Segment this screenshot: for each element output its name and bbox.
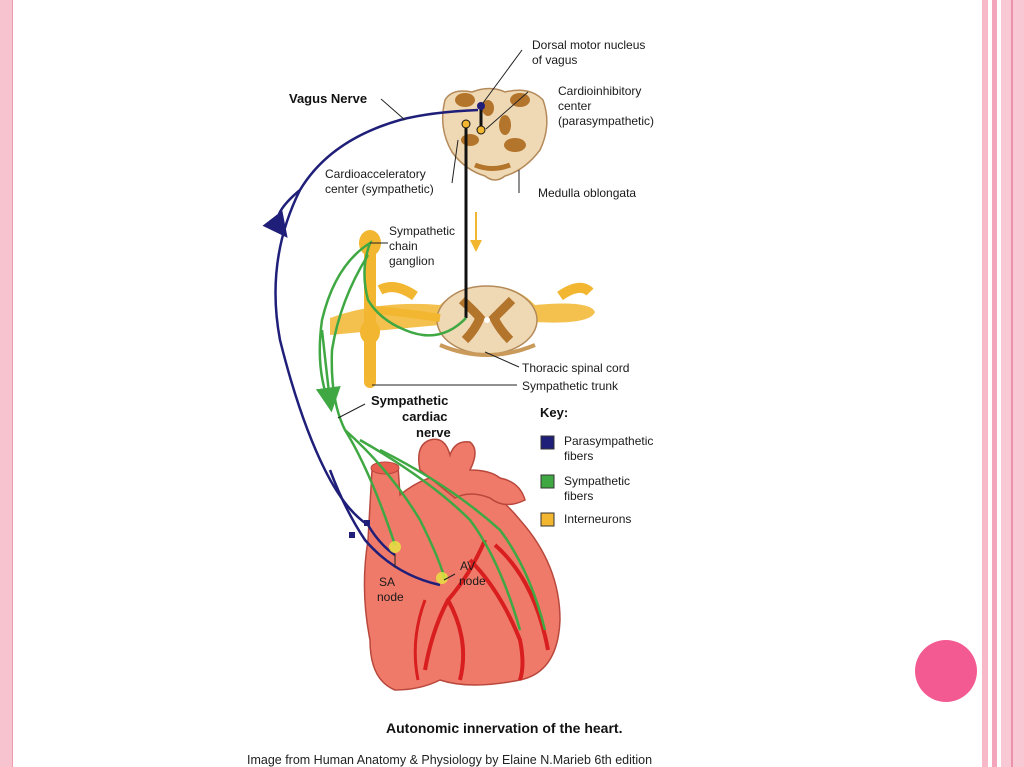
svg-text:Medulla oblongata: Medulla oblongata (538, 186, 636, 200)
svg-text:node: node (459, 574, 486, 588)
key-swatch-sympathetic (541, 475, 554, 488)
label-av-node-2: node (459, 574, 486, 588)
svg-text:Key:: Key: (540, 405, 568, 420)
svg-text:AV: AV (460, 559, 475, 573)
svg-text:Image from Human Anatomy & Phy: Image from Human Anatomy & Physiology by… (247, 753, 652, 767)
svg-text:nerve: nerve (416, 425, 451, 440)
label-dorsal-motor: Dorsal motor nucleus (532, 38, 645, 52)
label-symp-cardiac: Sympathetic (371, 393, 448, 408)
svg-text:of vagus: of vagus (532, 53, 577, 67)
svg-text:fibers: fibers (564, 449, 593, 463)
key-label-parasympathetic: Parasympathetic (564, 434, 653, 448)
svg-text:cardiac: cardiac (402, 409, 448, 424)
svg-text:Vagus Nerve: Vagus Nerve (289, 91, 367, 106)
label-symp-chain: Sympathetic (389, 224, 455, 238)
svg-text:Sympathetic: Sympathetic (564, 474, 630, 488)
cardioinhibitory-center-dot (477, 126, 485, 134)
svg-text:node: node (377, 590, 404, 604)
label-cardioinhibitory-2: center (558, 99, 591, 113)
key-swatch-parasympathetic (541, 436, 554, 449)
label-thoracic-cord: Thoracic spinal cord (522, 361, 629, 375)
key-legend: Key: Parasympathetic fibers Sympathetic … (540, 405, 653, 526)
image-credit: Image from Human Anatomy & Physiology by… (247, 753, 652, 767)
svg-text:SA: SA (379, 575, 395, 589)
svg-text:(parasympathetic): (parasympathetic) (558, 114, 654, 128)
key-label-interneurons: Interneurons (564, 512, 631, 526)
svg-text:ganglion: ganglion (389, 254, 434, 268)
label-symp-cardiac-3: nerve (416, 425, 451, 440)
label-cardioinhibitory: Cardioinhibitory (558, 84, 641, 98)
label-cardioaccel-2: center (sympathetic) (325, 182, 434, 196)
svg-text:Sympathetic: Sympathetic (389, 224, 455, 238)
svg-text:Thoracic spinal cord: Thoracic spinal cord (522, 361, 629, 375)
key-swatch-interneurons (541, 513, 554, 526)
label-symp-cardiac-2: cardiac (402, 409, 448, 424)
key-label-sympathetic-2: fibers (564, 489, 593, 503)
svg-text:center (sympathetic): center (sympathetic) (325, 182, 434, 196)
label-dorsal-motor-2: of vagus (532, 53, 577, 67)
diagram-caption: Autonomic innervation of the heart. (386, 720, 622, 736)
key-label-parasympathetic-2: fibers (564, 449, 593, 463)
svg-text:Interneurons: Interneurons (564, 512, 631, 526)
label-sa-node-2: node (377, 590, 404, 604)
svg-text:fibers: fibers (564, 489, 593, 503)
svg-text:Sympathetic trunk: Sympathetic trunk (522, 379, 619, 393)
svg-text:Cardioinhibitory: Cardioinhibitory (558, 84, 641, 98)
cardioacceleratory-center-dot (462, 120, 470, 128)
svg-text:chain: chain (389, 239, 418, 253)
key-title: Key: (540, 405, 568, 420)
svg-text:Cardioacceleratory: Cardioacceleratory (325, 167, 426, 181)
svg-text:Parasympathetic: Parasympathetic (564, 434, 653, 448)
label-cardioinhibitory-3: (parasympathetic) (558, 114, 654, 128)
svg-text:center: center (558, 99, 591, 113)
svg-text:Sympathetic: Sympathetic (371, 393, 448, 408)
dorsal-motor-nucleus-dot (477, 102, 485, 110)
svg-text:Dorsal motor nucleus: Dorsal motor nucleus (532, 38, 645, 52)
medulla-oblongata-section (443, 89, 547, 181)
label-symp-chain-3: ganglion (389, 254, 434, 268)
interneuron-arrow (470, 212, 482, 252)
label-symp-trunk: Sympathetic trunk (522, 379, 619, 393)
svg-text:Autonomic innervation of the h: Autonomic innervation of the heart. (386, 720, 622, 736)
label-sa-node: SA (379, 575, 395, 589)
label-vagus-nerve: Vagus Nerve (289, 91, 367, 106)
label-medulla: Medulla oblongata (538, 186, 636, 200)
key-label-sympathetic: Sympathetic (564, 474, 630, 488)
label-av-node: AV (460, 559, 475, 573)
label-symp-chain-2: chain (389, 239, 418, 253)
label-cardioaccel: Cardioacceleratory (325, 167, 426, 181)
